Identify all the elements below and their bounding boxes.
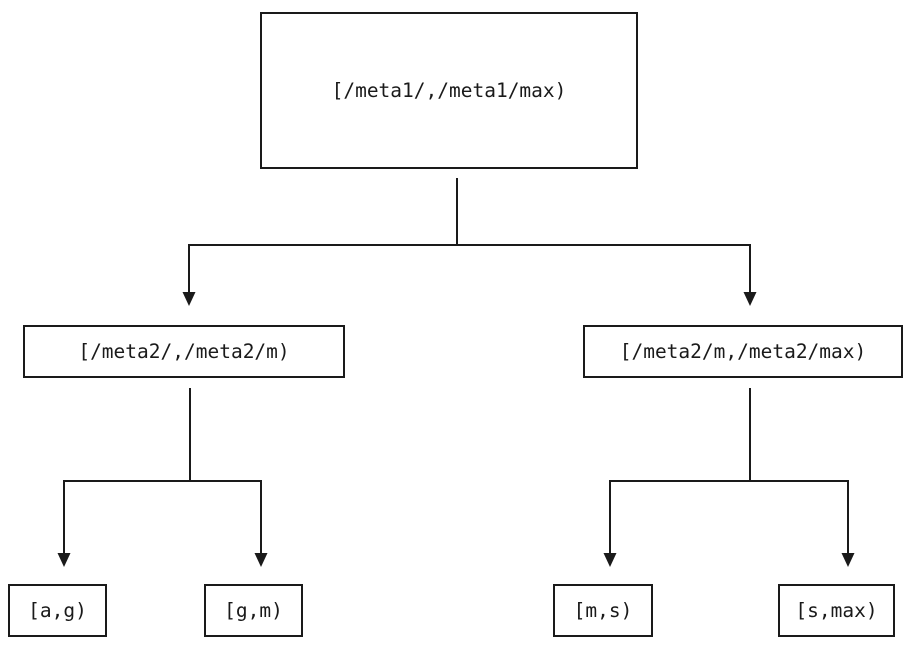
edge-left-branches: [63, 480, 262, 553]
node-leaf-ms-label: [m,s): [573, 598, 633, 622]
arrowhead-down-icon: [841, 553, 855, 567]
node-meta2-right-label: [/meta2/m,/meta2/max): [619, 339, 867, 363]
arrowhead-down-icon: [603, 553, 617, 567]
node-root: [/meta1/,/meta1/max): [260, 12, 638, 169]
node-leaf-smax: [s,max): [778, 584, 895, 637]
arrowhead-down-icon: [254, 553, 268, 567]
edge-right-branches: [609, 480, 849, 553]
node-leaf-gm: [g,m): [204, 584, 303, 637]
arrowhead-down-icon: [743, 292, 757, 306]
arrowhead-down-icon: [182, 292, 196, 306]
node-leaf-ag: [a,g): [8, 584, 107, 637]
edge-root-branches: [188, 244, 751, 292]
node-leaf-gm-label: [g,m): [224, 598, 283, 622]
node-meta2-right: [/meta2/m,/meta2/max): [583, 325, 903, 378]
node-meta2-left-label: [/meta2/,/meta2/m): [78, 339, 290, 363]
node-meta2-left: [/meta2/,/meta2/m): [23, 325, 345, 378]
arrowhead-down-icon: [57, 553, 71, 567]
node-leaf-ms: [m,s): [553, 584, 653, 637]
node-root-label: [/meta1/,/meta1/max): [331, 78, 567, 102]
node-leaf-smax-label: [s,max): [795, 598, 878, 622]
node-leaf-ag-label: [a,g): [28, 598, 87, 622]
